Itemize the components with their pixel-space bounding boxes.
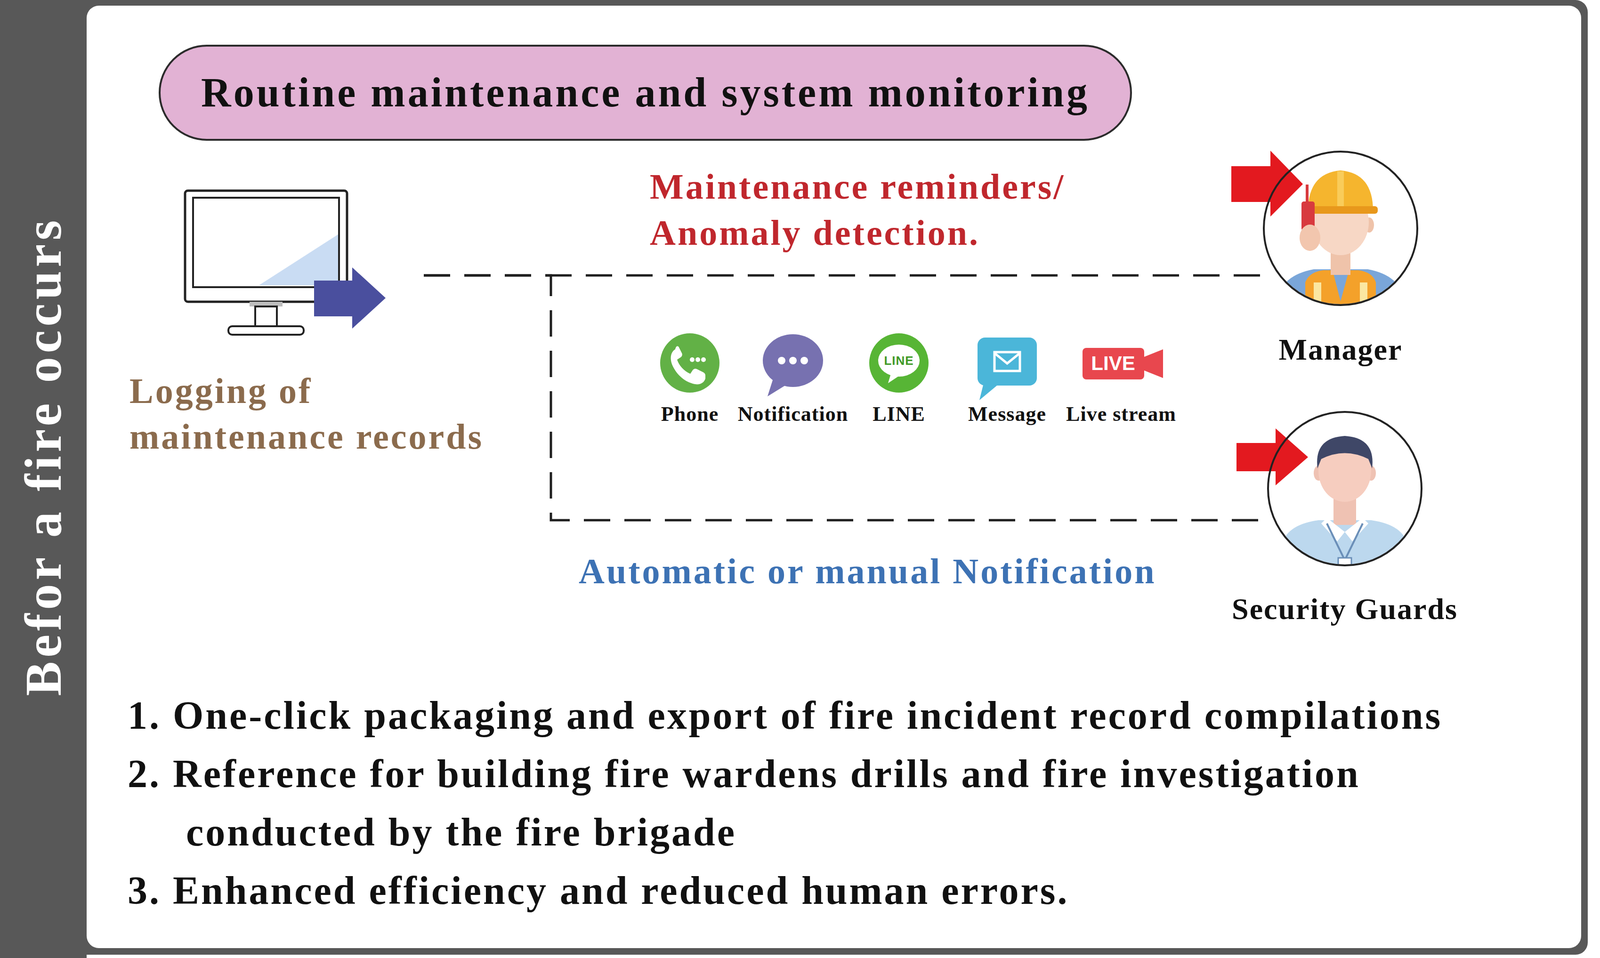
text-group: Manager: [1128, 331, 1553, 369]
manager-figure-part: [1305, 270, 1376, 330]
manager-figure-part: [1337, 171, 1344, 210]
edge-label: Automatic or manual Notification: [578, 549, 1156, 593]
red-arrow-part: [1236, 428, 1309, 486]
icon-label: Live stream: [1026, 402, 1216, 427]
text-group: Security Guards: [1132, 591, 1557, 628]
circle-shape: [1263, 151, 1418, 306]
text-group: Logging of maintenance records: [129, 368, 507, 460]
notification-icon-part: [789, 356, 797, 365]
line-icon: [869, 333, 929, 393]
monitor-node: Logging of maintenance records: [183, 189, 424, 337]
notification-icon-part: [800, 356, 809, 365]
monitor-caption: Logging of maintenance records: [129, 368, 507, 460]
dashed-connector: [423, 275, 1268, 521]
manager-figure-part: [1313, 282, 1322, 330]
phone-icon-part: [695, 357, 701, 363]
manager-figure-part: [1308, 170, 1374, 211]
guard-figure-part: [1338, 557, 1352, 575]
guard-figure-part: [1317, 436, 1373, 469]
circle-shape: [1268, 412, 1422, 566]
circle-outline: [1267, 411, 1423, 567]
line-icon-part: [869, 333, 929, 393]
manager-figure-part: [1359, 282, 1368, 330]
guard-figure-part: [1326, 523, 1363, 561]
monitor-illustration-part: [193, 197, 340, 288]
phone-icon-part: [701, 357, 706, 363]
line-icon-part: [888, 373, 900, 384]
message-icon-part: [994, 353, 1020, 364]
message-icon-part: [979, 381, 1000, 401]
monitor-illustration-part: [258, 234, 339, 286]
icon-label: LINE: [804, 402, 994, 427]
manager-figure-part: [1299, 224, 1321, 251]
pill-shape: [159, 45, 1132, 140]
message-icon: [977, 337, 1037, 401]
message-icon-part: [977, 337, 1037, 386]
phone-icon: [660, 333, 720, 393]
phone-icon-part: [660, 333, 720, 393]
monitor-illustration-part: [255, 306, 277, 327]
live-icon: [1082, 347, 1164, 380]
person-circle: Security Guards: [1267, 411, 1423, 567]
blue-arrow: [314, 267, 386, 329]
live-badge-text: LIVE: [1084, 352, 1142, 375]
connector-group: [423, 275, 1268, 521]
manager-figure-part: [1276, 269, 1405, 330]
person-name: Security Guards: [1132, 591, 1557, 628]
monitor-illustration-part: [228, 326, 304, 335]
pill-text: Routine maintenance and system monitorin…: [201, 70, 1090, 116]
phone-icon-part: [670, 346, 706, 385]
person-name: Manager: [1128, 331, 1553, 369]
circle-outline: [1262, 150, 1419, 307]
band-text: Befor a fire occurs: [15, 216, 73, 696]
title-pill: Routine maintenance and system monitorin…: [158, 44, 1132, 141]
icon-glyph-text: LINE: [875, 353, 923, 368]
manager-figure-part: [1305, 184, 1309, 203]
red-arrow: [1236, 428, 1309, 486]
list-item: 2. Reference for building fire wardens d…: [127, 744, 1536, 862]
notification-icon-part: [762, 334, 824, 388]
blue-arrow-part: [314, 267, 386, 329]
notification-icon: [762, 334, 824, 397]
message-icon-part: [994, 352, 1020, 372]
side-band: Befor a fire occurs: [0, 0, 87, 958]
list-item: 3. Enhanced efficiency and reduced human…: [127, 861, 1536, 921]
icon-label: Notification: [698, 402, 888, 427]
live-icon-part: [1141, 349, 1164, 379]
notification-icon-part: [777, 356, 786, 365]
phone-icon-part: [689, 357, 695, 363]
list-item: 1. One-click packaging and export of fir…: [127, 686, 1536, 745]
person-circle: Manager: [1262, 150, 1419, 307]
notification-icon-part: [767, 375, 788, 397]
live-icon-part: [1082, 347, 1145, 380]
text-group: Routine maintenance and system monitorin…: [158, 44, 1132, 141]
text-group: Befor a fire occurs: [15, 216, 73, 696]
edge-label: Maintenance reminders/ Anomaly detection…: [649, 163, 1102, 256]
